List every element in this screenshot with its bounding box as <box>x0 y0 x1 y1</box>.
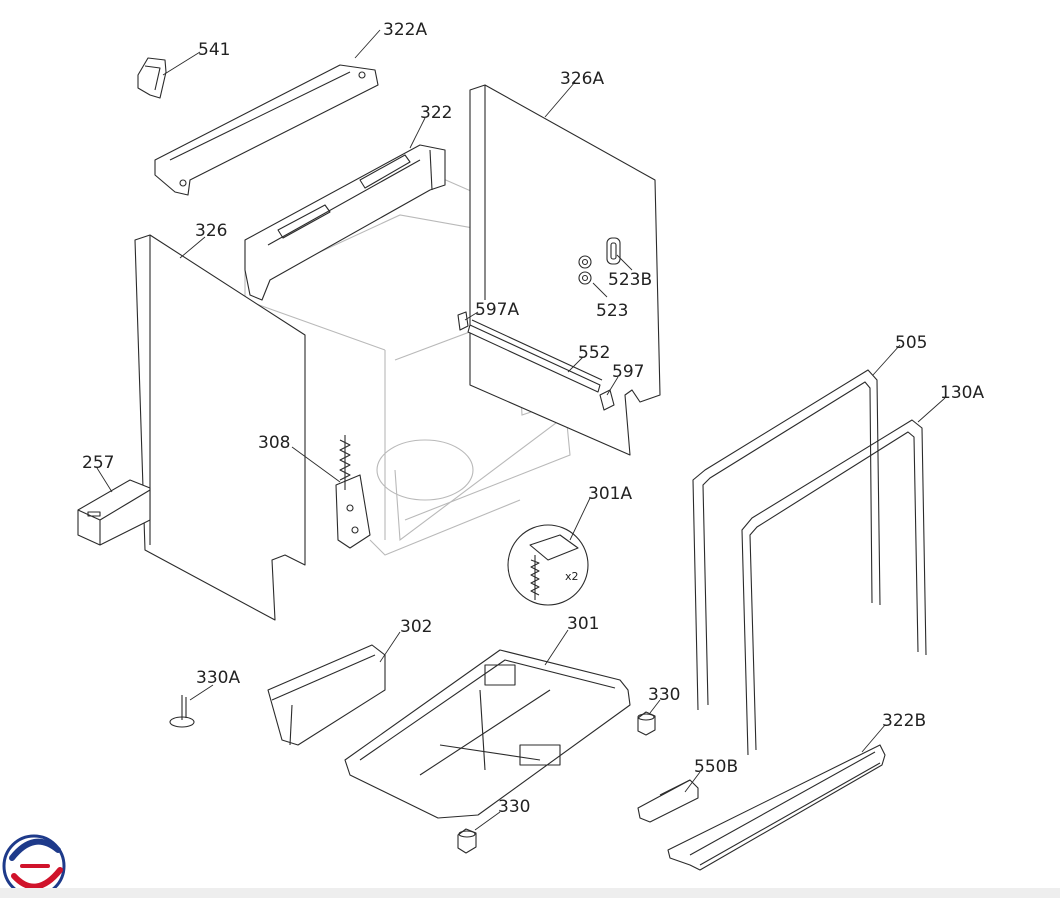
callout-130a: 130A <box>940 383 984 403</box>
callout-322a: 322A <box>383 20 427 40</box>
callout-550b: 550B <box>694 757 738 777</box>
callout-326a: 326A <box>560 69 604 89</box>
callout-326: 326 <box>195 221 227 241</box>
callout-523b: 523B <box>608 270 652 290</box>
part-322-top-frame <box>244 144 446 301</box>
callout-541: 541 <box>198 40 230 60</box>
callout-523: 523 <box>596 301 628 321</box>
part-130a-lower-seal <box>741 419 927 756</box>
part-597-clip <box>599 389 615 411</box>
callout-257: 257 <box>82 453 114 473</box>
part-552-rail <box>467 319 603 393</box>
part-550b-bracket <box>637 779 699 823</box>
detail-quantity-note: x2 <box>565 570 579 583</box>
part-302-plinth <box>267 644 386 746</box>
callout-322: 322 <box>420 103 452 123</box>
part-541-clip <box>137 57 167 99</box>
callout-322b: 322B <box>882 711 926 731</box>
footer-bar <box>0 888 1060 898</box>
part-523b-bracket <box>606 237 621 265</box>
callout-330-bottom: 330 <box>498 797 530 817</box>
part-257-switch-box <box>77 479 151 546</box>
part-301-base <box>344 649 631 819</box>
part-322b-bottom-rail <box>667 744 886 871</box>
part-597a-clip <box>457 311 469 331</box>
part-308-hinge <box>335 435 371 549</box>
callout-labels: 541 322A 326A 322 326 523B 523 597A 552 … <box>82 20 984 817</box>
callout-330a: 330A <box>196 668 240 688</box>
part-330-nut-bottom <box>457 828 477 854</box>
callout-505: 505 <box>895 333 927 353</box>
part-301a-detail <box>507 524 589 606</box>
part-330-nut-right <box>637 711 656 736</box>
callout-597a: 597A <box>475 300 519 320</box>
part-330a-foot <box>169 695 195 728</box>
part-523-bushing <box>578 255 592 285</box>
callout-301: 301 <box>567 614 599 634</box>
part-505-door-seal <box>692 369 881 711</box>
callout-302: 302 <box>400 617 432 637</box>
callout-301a: 301A <box>588 484 632 504</box>
brand-logo-icon <box>2 834 66 898</box>
leader-lines <box>96 29 946 831</box>
callout-308: 308 <box>258 433 290 453</box>
part-326-left-panel <box>134 234 306 621</box>
part-326a-right-panel <box>469 84 661 456</box>
callout-330-right: 330 <box>648 685 680 705</box>
callout-597: 597 <box>612 362 644 382</box>
callout-552: 552 <box>578 343 610 363</box>
part-322a-top-rail <box>154 64 379 196</box>
